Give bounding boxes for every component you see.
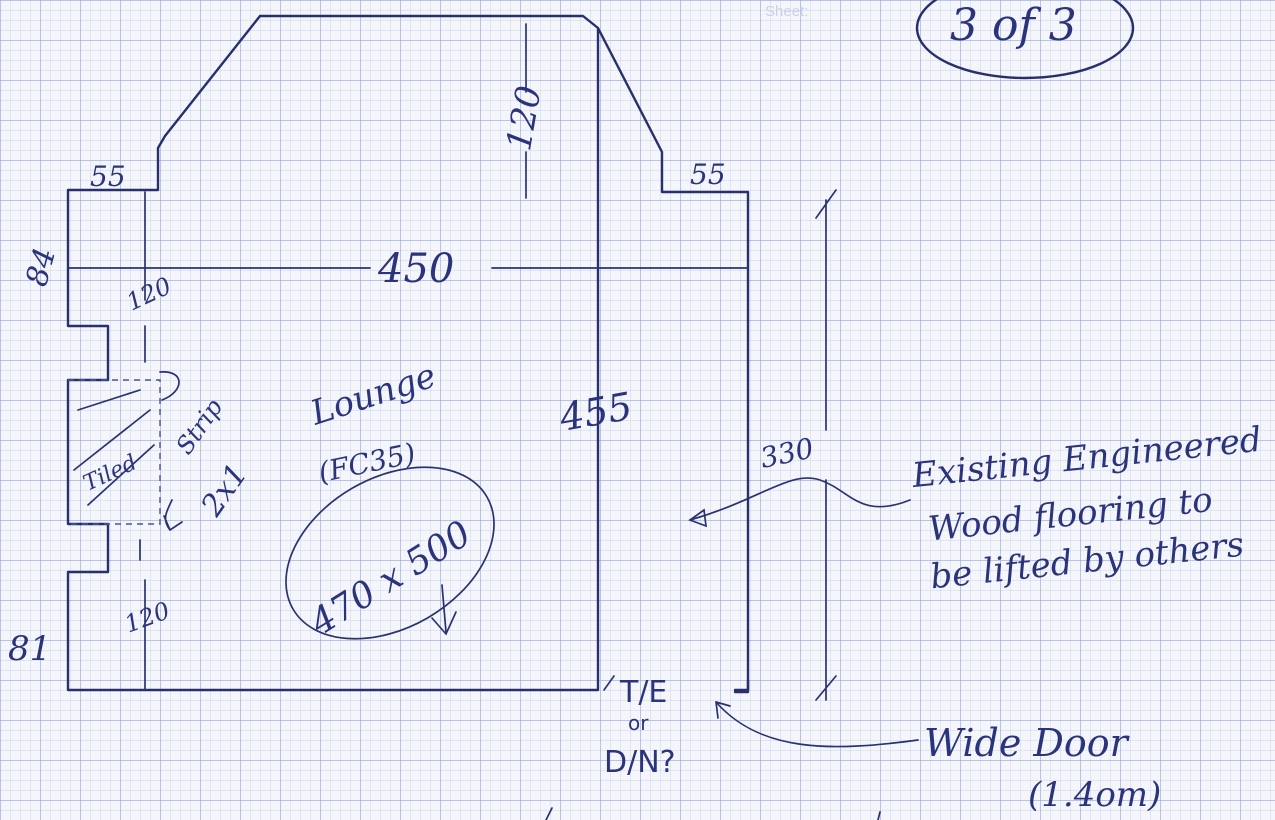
right-top-dimension: 55	[690, 158, 726, 191]
strip-dimension: 2x1	[194, 458, 255, 524]
threshold-line-3: D/N?	[604, 745, 676, 780]
left-top-dimension: 55	[90, 160, 126, 193]
left-upper-dimension: 84	[19, 244, 63, 290]
door-line-1: Wide Door	[924, 721, 1131, 765]
sheet-number-stamp: 3 of 3	[915, 0, 1135, 80]
right-dimension-line	[815, 189, 837, 701]
recess-upper-dimension: 120	[122, 272, 175, 317]
room-size: 470 x 500	[303, 513, 479, 644]
sheet-number: 3 of 3	[950, 0, 1077, 51]
tiled-hearth: Tiled	[68, 379, 161, 525]
threshold-line-1: T/E	[619, 675, 667, 710]
door-note: Wide Door (1.4om)	[924, 721, 1161, 815]
floor-note: Existing Engineered Wood flooring to be …	[909, 420, 1263, 598]
sheet-label: Sheet:	[765, 3, 808, 20]
bay-depth-dimension: 120	[499, 83, 550, 154]
floor-note-arrow	[689, 477, 911, 521]
door-arrow	[715, 701, 919, 748]
width-dimension: 450	[377, 246, 454, 292]
right-side-dimension: 330	[757, 431, 816, 474]
length-dimension: 455	[555, 384, 635, 440]
door-line-2: (1.4om)	[1028, 775, 1161, 815]
room-outline	[66, 14, 750, 692]
threshold-line-2: or	[628, 711, 649, 735]
room-name: Lounge	[305, 356, 441, 434]
strip-label: Strip	[171, 394, 229, 460]
recess-lower-dimension: 120	[121, 597, 174, 639]
left-lower-dimension: 81	[8, 629, 51, 669]
threshold-note: T/E or D/N?	[604, 675, 676, 780]
